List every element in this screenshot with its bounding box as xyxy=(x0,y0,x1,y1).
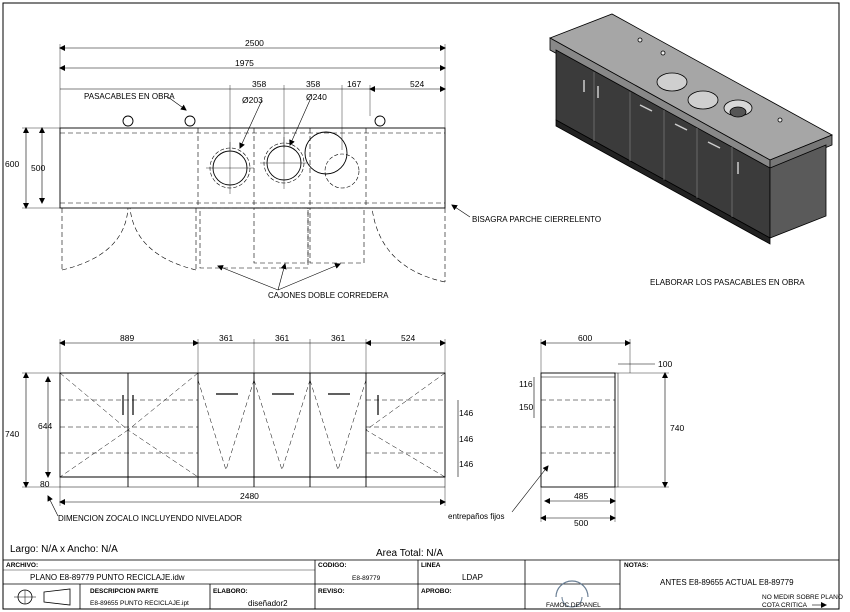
dim-side-485: 485 xyxy=(574,491,588,501)
tb-elaboro-h: ELABORO: xyxy=(213,588,248,595)
dim-524: 524 xyxy=(410,79,424,89)
tb-company: FAMOC DEPANEL xyxy=(546,602,601,609)
tb-cota: COTA CRITICA xyxy=(762,602,808,609)
dim-361c: 361 xyxy=(331,333,345,343)
dim-361b: 361 xyxy=(275,333,289,343)
label-cajones: CAJONES DOBLE CORREDERA xyxy=(268,291,389,300)
iso-note: ELABORAR LOS PASACABLES EN OBRA xyxy=(650,278,805,287)
dim-side-500: 500 xyxy=(574,518,588,528)
tb-desc-h: DESCRIPCION PARTE xyxy=(90,588,159,595)
tb-nomedir: NO MEDIR SOBRE PLANO xyxy=(762,594,843,601)
dim-2480: 2480 xyxy=(240,491,259,501)
plan-top-view xyxy=(22,44,471,291)
tb-linea: LDAP xyxy=(462,573,483,582)
dim-358a: 358 xyxy=(252,79,266,89)
tb-aprobo-h: APROBO: xyxy=(421,588,452,595)
dim-side-116: 116 xyxy=(519,379,533,389)
side-elevation xyxy=(511,339,669,522)
dim-side-150: 150 xyxy=(519,402,533,412)
label-zocalo: DIMENCION ZOCALO INCLUYENDO NIVELADOR xyxy=(58,514,242,523)
dim-358b: 358 xyxy=(306,79,320,89)
iso-view xyxy=(549,13,833,245)
dim-500: 500 xyxy=(31,163,45,173)
dim-146b: 146 xyxy=(459,434,473,444)
label-entrepanos: entrepaños fijos xyxy=(448,512,504,521)
dim-side-100: 100 xyxy=(658,359,672,369)
dim-dia240: Ø240 xyxy=(306,92,327,102)
dim-740-front: 740 xyxy=(5,429,19,439)
tb-elaboro: diseñador2 xyxy=(248,599,288,608)
tb-archivo-h: ARCHIVO: xyxy=(6,562,38,569)
dim-600: 600 xyxy=(5,159,19,169)
tb-linea-h: LINEA xyxy=(421,562,441,569)
dim-side-600: 600 xyxy=(578,333,592,343)
tb-notas-h: NOTAS: xyxy=(624,562,648,569)
title-block xyxy=(2,559,840,610)
dim-80: 80 xyxy=(40,479,50,489)
dim-524-front: 524 xyxy=(401,333,415,343)
dim-146a: 146 xyxy=(459,408,473,418)
dim-146c: 146 xyxy=(459,459,473,469)
dim-167: 167 xyxy=(347,79,361,89)
tb-codigo: E8-89779 xyxy=(352,575,381,582)
tb-archivo: PLANO E8-89779 PUNTO RECICLAJE.idw xyxy=(30,573,185,582)
tb-desc: E8-89655 PUNTO RECICLAJE.ipt xyxy=(90,600,189,607)
front-elevation xyxy=(22,339,459,517)
tb-codigo-h: CODIGO: xyxy=(318,562,347,569)
summary-size: Largo: N/A x Ancho: N/A xyxy=(10,544,118,555)
dim-total: 2500 xyxy=(245,38,264,48)
dim-dia203: Ø203 xyxy=(242,95,263,105)
dim-side-740: 740 xyxy=(670,423,684,433)
tb-notas: ANTES E8-89655 ACTUAL E8-89779 xyxy=(660,578,794,587)
tb-reviso-h: REVISO: xyxy=(318,588,345,595)
summary-area: Area Total: N/A xyxy=(376,548,443,559)
dim-889: 889 xyxy=(120,333,134,343)
label-bisagra: BISAGRA PARCHE CIERRELENTO xyxy=(472,215,601,224)
label-pasacables: PASACABLES EN OBRA xyxy=(84,92,175,101)
dim-361a: 361 xyxy=(219,333,233,343)
dim-644: 644 xyxy=(38,421,52,431)
dim-inner: 1975 xyxy=(235,58,254,68)
